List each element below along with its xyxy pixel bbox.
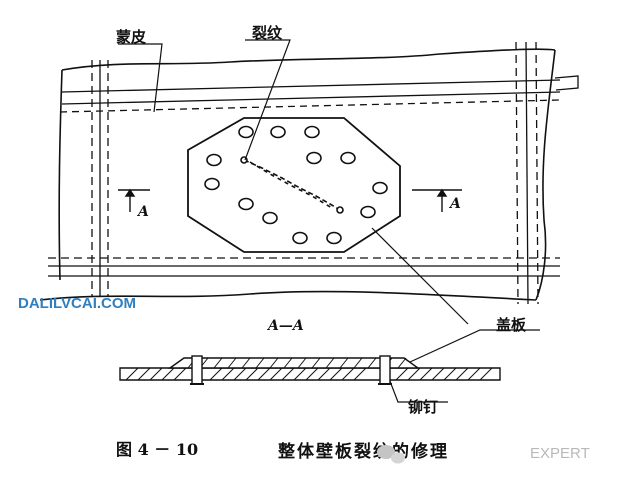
section-title: A—A <box>266 318 304 334</box>
watermark-right-text: EXPERT <box>530 445 590 462</box>
right-frame <box>515 41 539 305</box>
skin-panel <box>39 48 556 301</box>
skin-label: 蒙皮 <box>116 28 146 46</box>
rivet-label: 铆钉 <box>408 398 438 416</box>
watermark-logo-right: EXPERT <box>377 445 590 464</box>
watermark-logo-left: DALILVCAI.COM <box>18 295 136 312</box>
figure-number: 图 4 － 10 <box>116 440 198 459</box>
bottom-stringer <box>48 257 560 277</box>
section-marker-right <box>412 188 462 212</box>
section-marker-left <box>118 188 150 212</box>
left-frame <box>91 60 109 296</box>
watermark-left-text: DALILVCAI.COM <box>18 295 136 312</box>
cover-plate-label: 盖板 <box>496 316 527 334</box>
wechat-icon <box>377 445 405 464</box>
cover-plate <box>187 117 401 253</box>
crack-label: 裂纹 <box>251 24 283 42</box>
top-stringer <box>59 75 579 113</box>
section-a-right-label: A <box>448 196 461 212</box>
cross-section <box>119 355 501 385</box>
crack-line <box>240 156 344 214</box>
figure-caption: 整体壁板裂纹的修理 <box>278 441 449 462</box>
section-a-left-label: A <box>136 204 149 220</box>
rivet-holes <box>204 125 388 245</box>
